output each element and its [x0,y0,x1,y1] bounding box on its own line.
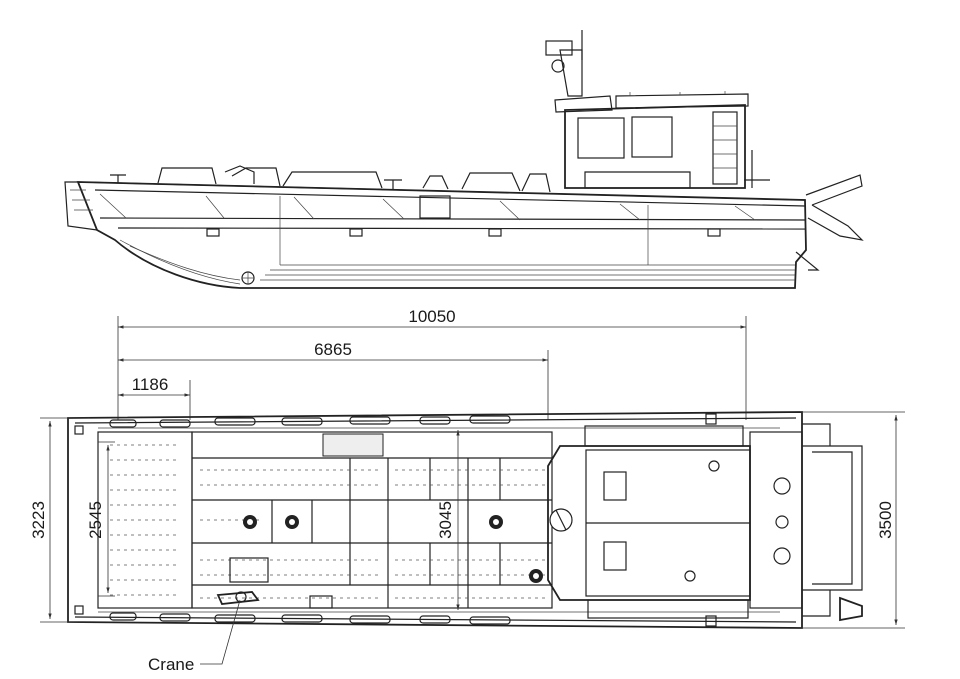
side-view [64,30,864,289]
dim-max-beam: 3500 [876,501,895,539]
side-hull [76,181,807,289]
plan-crane [216,557,269,605]
plan-gunwale-fittings [74,413,717,627]
plan-hatch [322,433,384,457]
plan-deck-fittings [243,515,543,583]
width-dimensions: 3223 2545 3045 3500 [29,411,905,629]
dim-deck-width: 3045 [436,501,455,539]
dim-bow-ramp-length: 1186 [132,375,169,394]
crane-label: Crane [148,655,194,674]
dim-hull-width: 3223 [29,501,48,539]
crane-callout: Crane [148,599,241,674]
plan-wheelhouse [547,425,751,619]
side-wheelhouse [545,30,864,271]
dim-ramp-width: 2545 [86,501,105,539]
length-dimensions: 10050 6865 1186 [117,307,747,420]
dim-overall-length: 10050 [408,307,455,326]
plan-aft-deck [749,431,803,609]
plan-view [67,411,863,629]
dim-length-to-wheelhouse: 6865 [314,340,352,359]
